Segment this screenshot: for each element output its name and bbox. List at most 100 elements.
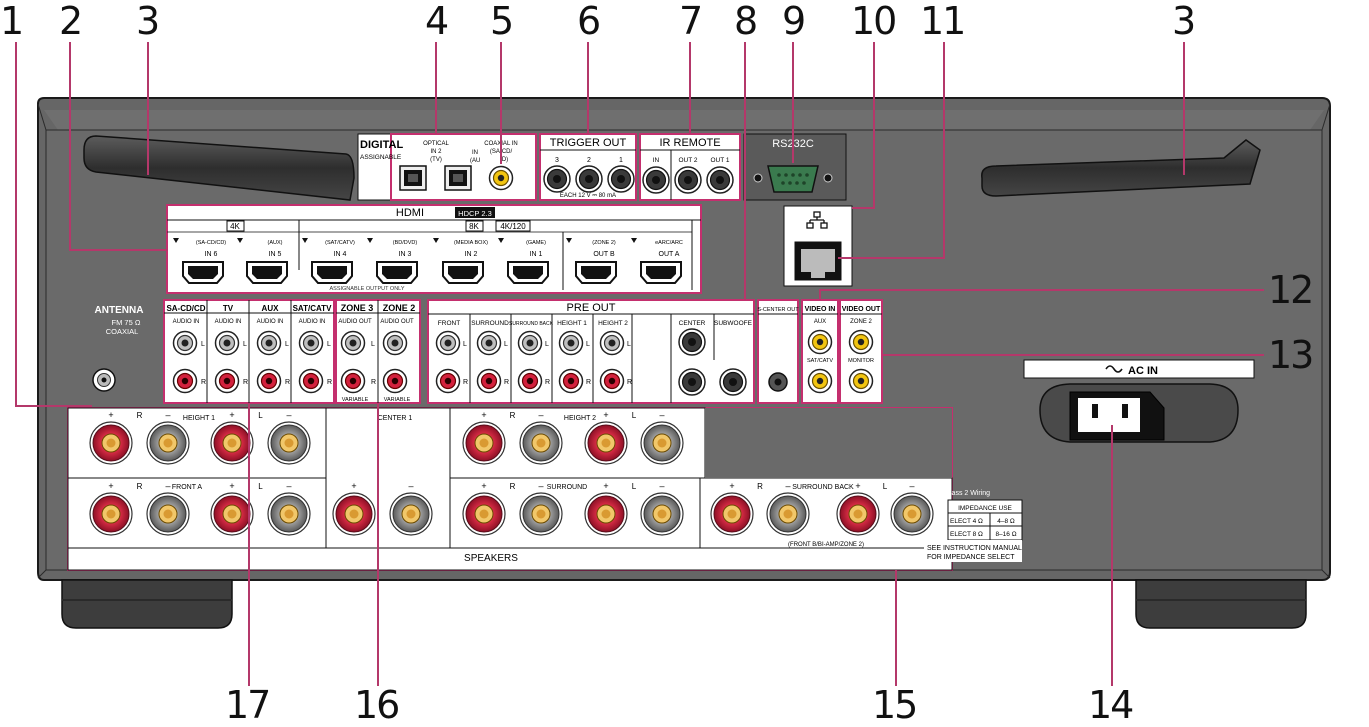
r-label: R [463, 379, 468, 386]
callout-12: 12 [1268, 268, 1314, 312]
leader-10 [852, 42, 875, 209]
optical-in2-tv: (TV) [430, 157, 442, 163]
plus-label: + [603, 481, 608, 491]
ir-out1-label: OUT 1 [710, 157, 729, 164]
fm-antenna-jack[interactable] [92, 368, 116, 392]
hdcp-badge: HDCP 2.3 [458, 209, 492, 218]
zone3-r-label: R [371, 379, 376, 386]
video-out-title: VIDEO OUT [842, 306, 881, 313]
minus-label: – [909, 481, 914, 491]
digital-assignable: ASSIGNABLE [360, 154, 402, 161]
class2-wiring: lass 2 Wiring [950, 490, 990, 497]
preout-label: SURROUND BACK [509, 321, 554, 327]
right-foot [1135, 579, 1307, 629]
rs232c-port[interactable] [767, 165, 819, 193]
l-label: L [285, 341, 289, 348]
hdmi-ports: (SA-CD/CD)IN 6(AUX)IN 5(SAT/CATV)IN 4(BD… [173, 238, 683, 284]
minus-label: – [538, 410, 543, 420]
antenna-coaxial: COAXIAL [106, 327, 139, 336]
r-label: R [327, 379, 332, 386]
r-label: R [545, 379, 550, 386]
hdmi-port-name: IN 2 [465, 251, 478, 258]
r-label: R [504, 379, 509, 386]
callout-7: 7 [679, 0, 703, 43]
plus-label: + [603, 410, 608, 420]
plus-label: + [855, 481, 860, 491]
optical-in2-label: OPTICAL [423, 141, 449, 147]
l-label: L [627, 341, 631, 348]
scenter-out-jack[interactable] [768, 372, 788, 392]
preout-label: HEIGHT 2 [598, 320, 628, 327]
callout-9: 9 [782, 0, 806, 43]
hdmi-port-name: OUT B [593, 251, 615, 258]
preout-title: PRE OUT [567, 302, 616, 314]
optical-in1-label: IN [472, 150, 478, 156]
hdmi-port-name: IN 1 [530, 251, 543, 258]
plus-label: + [351, 481, 356, 491]
zone2-audio-out: AUDIO OUT [380, 319, 414, 325]
spk-height2-label: HEIGHT 2 [564, 415, 596, 422]
callout-5: 5 [490, 0, 514, 43]
hdmi-arrow-icon [367, 238, 373, 243]
audio-in-group-title: SA-CD/CD [166, 304, 205, 313]
plus-label: + [229, 481, 234, 491]
l-label: L [201, 341, 205, 348]
r-label: R [757, 482, 763, 491]
minus-label: – [785, 481, 790, 491]
leader-11 [838, 42, 945, 259]
hdmi-arrow-icon [237, 238, 243, 243]
impedance-r1a: ELECT 4 Ω [950, 518, 983, 525]
minus-label: – [286, 410, 291, 420]
r-label: R [510, 482, 516, 491]
callout-8: 8 [734, 0, 758, 43]
l-label: L [327, 341, 331, 348]
optical-in1-sub: (AU [470, 158, 480, 164]
minus-label: – [165, 410, 170, 420]
l-label: L [258, 411, 263, 420]
r-label: R [137, 482, 143, 491]
plus-label: + [481, 481, 486, 491]
callout-3-right: 3 [1172, 0, 1196, 43]
callout-2: 2 [59, 0, 83, 43]
preout-subwoofer-label: SUBWOOFE [714, 320, 753, 327]
spk-front-b-note: (FRONT B/BI-AMP/ZONE 2) [788, 542, 864, 548]
ac-inlet[interactable] [1069, 391, 1165, 441]
spk-height1-label: HEIGHT 1 [183, 415, 215, 422]
r-label: R [137, 411, 143, 420]
hdmi-port-sub-label: (GAME) [526, 240, 546, 246]
hdmi-arrow-icon [566, 238, 572, 243]
trigger-2-label: 2 [587, 157, 591, 164]
ac-symbol-icon [1105, 365, 1123, 373]
r-label: R [627, 379, 632, 386]
preout-label: HEIGHT 1 [557, 320, 587, 327]
ir-out2-label: OUT 2 [678, 157, 697, 164]
antenna-fm: FM 75 Ω [112, 318, 141, 327]
zone3-audio-out: AUDIO OUT [338, 319, 372, 325]
minus-label: – [286, 481, 291, 491]
spk-fronta-label: FRONT A [172, 484, 203, 491]
video-out-monitor-label: MONITOR [848, 358, 874, 364]
hdmi-port-name: IN 4 [334, 251, 347, 258]
plus-label: + [108, 481, 113, 491]
plus-label: + [729, 481, 734, 491]
l-label: L [586, 341, 590, 348]
r-label: R [510, 411, 516, 420]
coaxial-in-sub2: D) [502, 157, 508, 163]
hdmi-arrow-icon [631, 238, 637, 243]
spk-surround-back-label: SURROUND BACK [792, 484, 854, 491]
preout-center-label: CENTER [679, 320, 706, 327]
callout-15: 15 [872, 683, 918, 727]
callout-16: 16 [354, 683, 400, 727]
preout-label: SURROUND [471, 320, 509, 327]
callout-4: 4 [425, 0, 449, 43]
lan-port[interactable] [794, 241, 842, 281]
l-label: L [504, 341, 508, 348]
audio-in-group-title: SAT/CATV [293, 304, 332, 313]
hdmi-port-sub-label: eARC/ARC [655, 240, 683, 246]
r-label: R [201, 379, 206, 386]
l-label: L [258, 482, 263, 491]
impedance-head: IMPEDANCE USE [958, 505, 1012, 512]
